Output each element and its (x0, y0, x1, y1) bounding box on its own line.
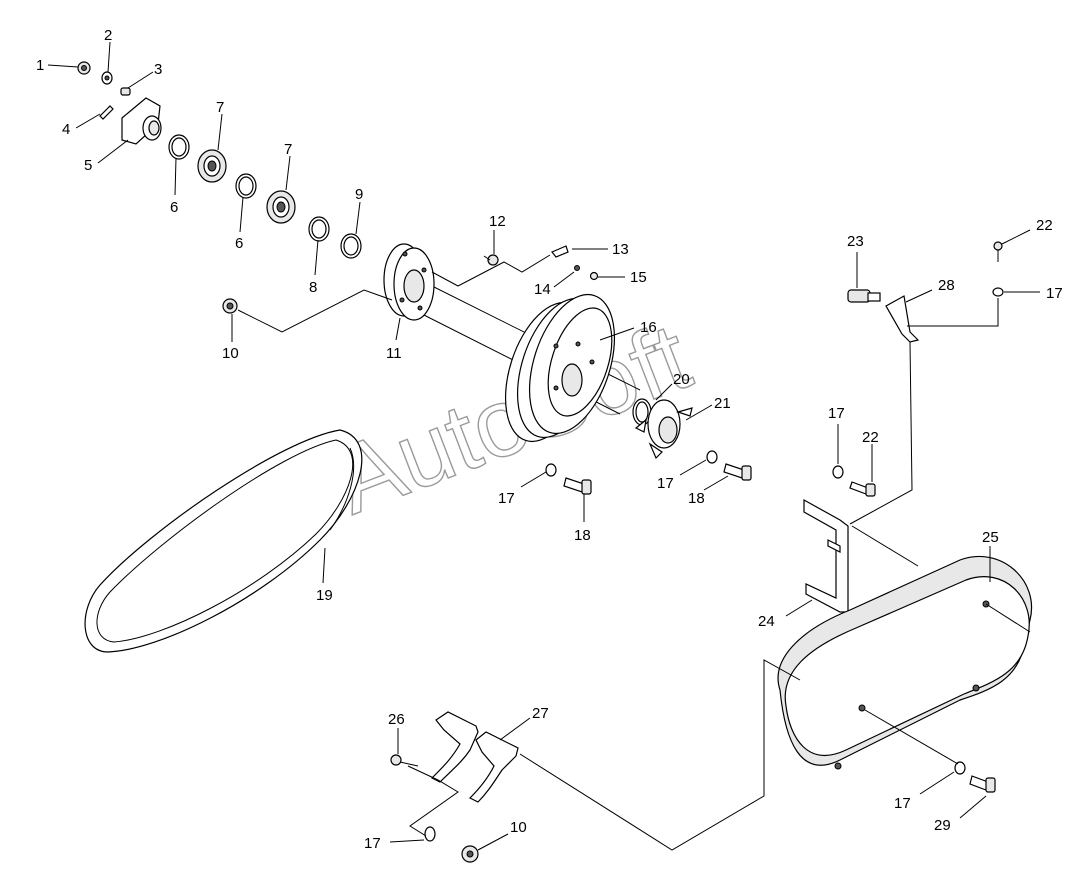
part-4-key (99, 105, 114, 120)
callout-17-guard: 17 (894, 795, 911, 812)
part-6-ring-a (168, 134, 190, 160)
callout-22-top: 22 (1036, 217, 1053, 234)
part-7-bearing-a (197, 149, 227, 183)
part-12-bolt (483, 254, 499, 266)
part-2-washer (101, 71, 113, 85)
callout-7-b: 7 (284, 141, 292, 158)
part-18-bolt-b (723, 463, 752, 481)
part-26-bolt (390, 754, 419, 767)
part-17-washer-b (706, 450, 718, 464)
part-18-bolt-a (563, 477, 592, 495)
callout-6-b: 6 (235, 235, 243, 252)
part-24-bracket (803, 498, 849, 613)
callout-19: 19 (316, 587, 333, 604)
callout-13: 13 (612, 241, 629, 258)
part-3-pin (120, 87, 131, 96)
part-14-washer (574, 265, 580, 271)
part-10-nut-upper (222, 298, 238, 314)
part-11-hub (383, 243, 435, 321)
part-17-washer-bottom (424, 826, 436, 842)
callout-18-b: 18 (688, 490, 705, 507)
part-17-washer-guard (954, 761, 966, 775)
callout-17-bottom: 17 (364, 835, 381, 852)
part-19-belt (84, 429, 363, 653)
callout-27: 27 (532, 705, 549, 722)
part-8-ring (308, 216, 330, 242)
callout-25: 25 (982, 529, 999, 546)
callout-21: 21 (714, 395, 731, 412)
callout-3: 3 (154, 61, 162, 78)
callout-28: 28 (938, 277, 955, 294)
callout-14: 14 (534, 281, 551, 298)
part-10-nut-bottom (461, 845, 479, 863)
callout-26: 26 (388, 711, 405, 728)
callout-1: 1 (36, 57, 44, 74)
callout-6-a: 6 (170, 199, 178, 216)
callout-12: 12 (489, 213, 506, 230)
part-16-pulley (504, 293, 616, 443)
callout-9: 9 (355, 186, 363, 203)
part-15-screw (589, 271, 599, 281)
callout-23: 23 (847, 233, 864, 250)
callout-7-a: 7 (216, 99, 224, 116)
part-6-ring-b (235, 173, 257, 199)
part-17-washer-top (992, 287, 1004, 297)
part-22-screw-mid (849, 481, 876, 497)
leader-lines (47, 41, 1040, 851)
part-17-washer-mid (832, 465, 844, 479)
part-17-washer-a (545, 463, 557, 477)
part-13-clip (551, 245, 569, 258)
part-28-bracket (885, 295, 920, 343)
callout-17-b: 17 (657, 475, 674, 492)
part-23-fitting (847, 289, 881, 303)
part-21-fan-hub (634, 399, 693, 460)
callout-24: 24 (758, 613, 775, 630)
callout-10-top: 10 (222, 345, 239, 362)
callout-18-a: 18 (574, 527, 591, 544)
part-27-bracket-right (468, 731, 519, 803)
part-22-screw-top (993, 241, 1003, 262)
part-29-bolt (969, 775, 996, 793)
callout-labels: 1 2 3 4 5 6 7 7 6 8 9 12 13 14 15 10 11 … (36, 27, 1063, 852)
callout-8: 8 (309, 279, 317, 296)
callout-20: 20 (673, 371, 690, 388)
callout-5: 5 (84, 157, 92, 174)
part-27-bracket-left (430, 711, 479, 783)
callout-22-mid: 22 (862, 429, 879, 446)
part-25-belt-guard (777, 555, 1033, 770)
callout-11: 11 (386, 345, 402, 362)
callout-17-a: 17 (498, 490, 515, 507)
callout-17-top: 17 (1046, 285, 1063, 302)
callout-29: 29 (934, 817, 951, 834)
part-7-bearing-b (266, 190, 296, 224)
part-9-ring (340, 233, 362, 259)
part-5-bearing-flange (121, 97, 162, 145)
callout-15: 15 (630, 269, 647, 286)
callout-10-bottom: 10 (510, 819, 527, 836)
callout-16: 16 (640, 319, 657, 336)
callout-17-mid: 17 (828, 405, 845, 422)
callout-4: 4 (62, 121, 70, 138)
callout-2: 2 (104, 27, 112, 44)
part-1-nut (77, 61, 91, 75)
